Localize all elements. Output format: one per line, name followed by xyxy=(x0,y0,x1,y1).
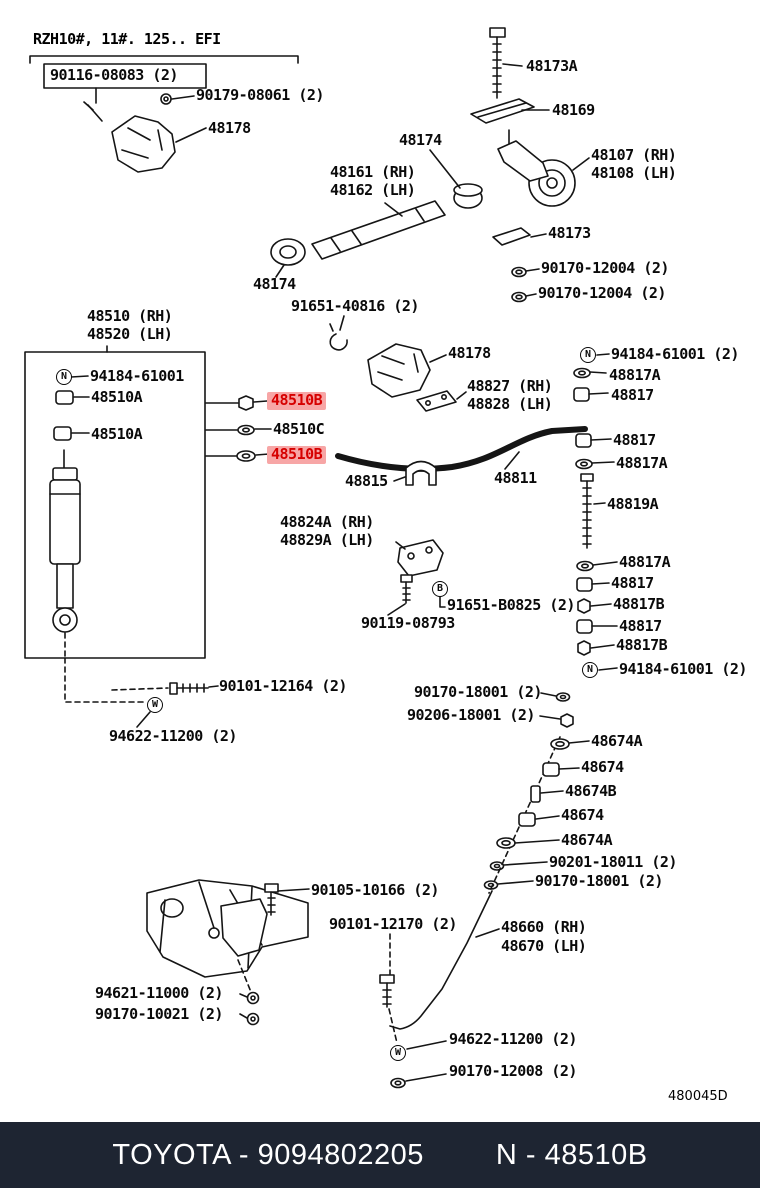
circled-letter-N: N xyxy=(56,369,72,385)
part-label[interactable]: 48674 xyxy=(581,758,624,776)
part-label[interactable]: 48817B xyxy=(613,595,665,613)
footer-part-code: N - 48510B xyxy=(495,1138,648,1171)
part-label[interactable]: 48827 (RH) xyxy=(467,377,553,395)
part-label-highlighted[interactable]: 48510B xyxy=(267,392,327,410)
part-label[interactable]: 91651-B0825 (2) xyxy=(447,596,575,614)
circled-letter-W: W xyxy=(147,697,163,713)
part-label[interactable]: 48178 xyxy=(448,344,491,362)
model-code-header: RZH10#, 11#. 125.. EFI xyxy=(33,30,221,48)
part-label[interactable]: 94622-11200 (2) xyxy=(449,1030,577,1048)
part-label[interactable]: 90119-08793 xyxy=(361,614,455,632)
part-label[interactable]: 48829A (LH) xyxy=(280,531,374,549)
part-label[interactable]: 48674A xyxy=(561,831,613,849)
part-label[interactable]: 48169 xyxy=(552,101,595,119)
part-label[interactable]: 48817 xyxy=(619,617,662,635)
part-label[interactable]: 90101-12164 (2) xyxy=(219,677,347,695)
part-label[interactable]: 48674 xyxy=(561,806,604,824)
footer-bar: TOYOTA - 9094802205 N - 48510B xyxy=(0,1122,760,1188)
part-label[interactable]: 48174 xyxy=(253,275,296,293)
part-label[interactable]: 48161 (RH) xyxy=(330,163,416,181)
part-label[interactable]: 48173A xyxy=(526,57,578,75)
part-label[interactable]: 94184-61001 (2) xyxy=(611,345,739,363)
part-label[interactable]: 90101-12170 (2) xyxy=(329,915,457,933)
part-label[interactable]: 48510A xyxy=(91,425,143,443)
part-label[interactable]: 94184-61001 (2) xyxy=(619,660,747,678)
part-label[interactable]: 94184-61001 xyxy=(90,367,184,385)
part-label[interactable]: 48510A xyxy=(91,388,143,406)
part-label[interactable]: 48828 (LH) xyxy=(467,395,553,413)
part-label[interactable]: 48178 xyxy=(208,119,251,137)
part-label[interactable]: 48817A xyxy=(619,553,671,571)
part-label[interactable]: 90206-18001 (2) xyxy=(407,706,535,724)
part-label[interactable]: 48520 (LH) xyxy=(87,325,173,343)
part-label[interactable]: 48819A xyxy=(607,495,659,513)
part-label[interactable]: 90170-12008 (2) xyxy=(449,1062,577,1080)
part-label[interactable]: 48670 (LH) xyxy=(501,937,587,955)
part-label[interactable]: 90170-12004 (2) xyxy=(538,284,666,302)
part-label[interactable]: 48108 (LH) xyxy=(591,164,677,182)
part-label[interactable]: 48817A xyxy=(609,366,661,384)
part-label[interactable]: 48811 xyxy=(494,469,537,487)
part-label[interactable]: 48824A (RH) xyxy=(280,513,374,531)
diagram-code: 480045D xyxy=(668,1089,728,1104)
part-label[interactable]: 48815 xyxy=(345,472,388,490)
part-label[interactable]: 90201-18011 (2) xyxy=(549,853,677,871)
part-label[interactable]: 48817A xyxy=(616,454,668,472)
circled-letter-B: B xyxy=(432,581,448,597)
part-label[interactable]: 90170-18001 (2) xyxy=(414,683,542,701)
part-label[interactable]: 48817B xyxy=(616,636,668,654)
part-label[interactable]: 48674B xyxy=(565,782,617,800)
part-label[interactable]: 90105-10166 (2) xyxy=(311,881,439,899)
part-label[interactable]: 48173 xyxy=(548,224,591,242)
part-label[interactable]: 90116-08083 (2) xyxy=(50,66,178,84)
circled-letter-W: W xyxy=(390,1045,406,1061)
part-label[interactable]: 48660 (RH) xyxy=(501,918,587,936)
part-label[interactable]: 94622-11200 (2) xyxy=(109,727,237,745)
part-label[interactable]: 48162 (LH) xyxy=(330,181,416,199)
part-label[interactable]: 48817 xyxy=(613,431,656,449)
part-label-highlighted[interactable]: 48510B xyxy=(267,446,327,464)
footer-oem-number: TOYOTA - 9094802205 xyxy=(112,1138,424,1171)
circled-letter-N: N xyxy=(580,347,596,363)
part-label[interactable]: 48174 xyxy=(399,131,442,149)
part-label[interactable]: 94621-11000 (2) xyxy=(95,984,223,1002)
part-label[interactable]: 48107 (RH) xyxy=(591,146,677,164)
part-label[interactable]: 48817 xyxy=(611,574,654,592)
part-label[interactable]: 48510 (RH) xyxy=(87,307,173,325)
part-label[interactable]: 91651-40816 (2) xyxy=(291,297,419,315)
part-label[interactable]: 90179-08061 (2) xyxy=(196,86,324,104)
circled-letter-N: N xyxy=(582,662,598,678)
part-label[interactable]: 90170-12004 (2) xyxy=(541,259,669,277)
part-label[interactable]: 48674A xyxy=(591,732,643,750)
part-label[interactable]: 48817 xyxy=(611,386,654,404)
part-label[interactable]: 48510C xyxy=(273,420,325,438)
part-label[interactable]: 90170-18001 (2) xyxy=(535,872,663,890)
part-label[interactable]: 90170-10021 (2) xyxy=(95,1005,223,1023)
